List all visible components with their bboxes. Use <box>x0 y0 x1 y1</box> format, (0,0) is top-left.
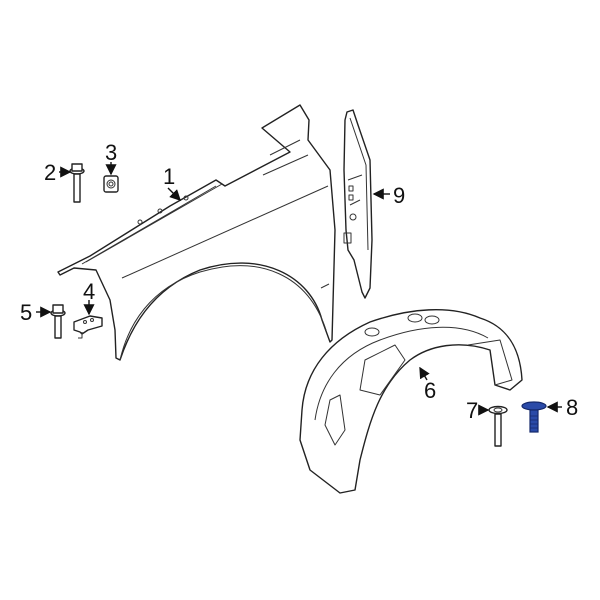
bracket-part[interactable] <box>73 315 103 339</box>
callout-4[interactable]: 4 <box>83 279 96 304</box>
callout-6[interactable]: 6 <box>424 378 437 403</box>
callout-3[interactable]: 3 <box>105 140 118 165</box>
callout-7[interactable]: 7 <box>466 398 479 423</box>
bolt-part-5[interactable] <box>50 304 66 339</box>
nut-part[interactable] <box>103 175 119 193</box>
bolt-part-2[interactable] <box>69 163 85 203</box>
leader-1 <box>167 187 181 201</box>
fender-liner-part[interactable] <box>299 309 523 494</box>
bolt-part-7[interactable] <box>488 405 508 447</box>
fender-part[interactable] <box>57 104 336 361</box>
callout-9[interactable]: 9 <box>393 183 406 208</box>
insulator-part[interactable] <box>343 109 373 299</box>
callout-8[interactable]: 8 <box>566 395 579 420</box>
callout-1[interactable]: 1 <box>163 164 176 189</box>
callout-5[interactable]: 5 <box>20 300 33 325</box>
callout-2[interactable]: 2 <box>44 160 57 185</box>
leader-6 <box>419 366 430 381</box>
push-pin-part-8[interactable] <box>521 401 547 433</box>
